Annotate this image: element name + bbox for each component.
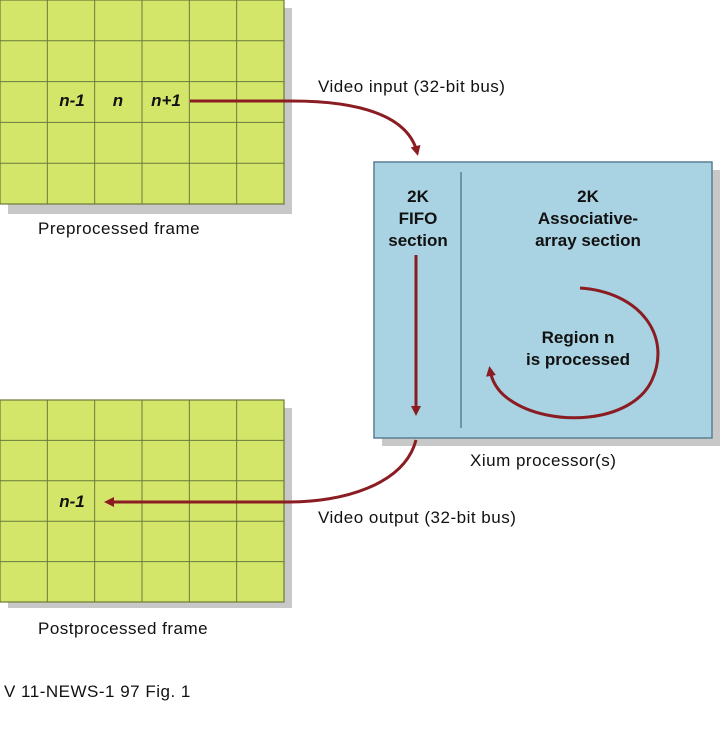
- pre-cell-label-prev: n-1: [59, 91, 85, 111]
- region-processed-label: Region n is processed: [526, 328, 630, 369]
- region-process-arrow: [486, 286, 660, 420]
- pre-cell-next-text: n+1: [151, 91, 181, 110]
- postprocessed-frame-grid: [0, 399, 292, 608]
- post-cell-label-prev: n-1: [59, 492, 85, 512]
- fifo-section-label: 2K FIFO section: [388, 187, 448, 250]
- post-cell-prev-text: n-1: [59, 492, 85, 511]
- assoc-section-label: 2K Associative- array section: [535, 187, 641, 250]
- pre-cell-label-next: n+1: [151, 91, 181, 111]
- video-input-arrow: [190, 99, 421, 156]
- video-output-label: Video output (32-bit bus): [318, 508, 517, 527]
- processor-caption: Xium processor(s): [470, 451, 617, 470]
- pre-cell-label-cur: n: [113, 91, 123, 111]
- pre-cell-prev-text: n-1: [59, 91, 85, 110]
- preprocessed-frame-grid: [0, 0, 292, 214]
- figure-reference: V 11-NEWS-1 97 Fig. 1: [4, 682, 191, 701]
- video-output-arrow: [104, 439, 418, 507]
- postprocessed-caption: Postprocessed frame: [38, 619, 209, 638]
- processor-body: [373, 161, 713, 439]
- pre-cell-cur-text: n: [112, 91, 124, 110]
- preprocessed-caption: Preprocessed frame: [38, 219, 201, 238]
- processor-box: [373, 161, 720, 446]
- video-input-label: Video input (32-bit bus): [318, 77, 506, 96]
